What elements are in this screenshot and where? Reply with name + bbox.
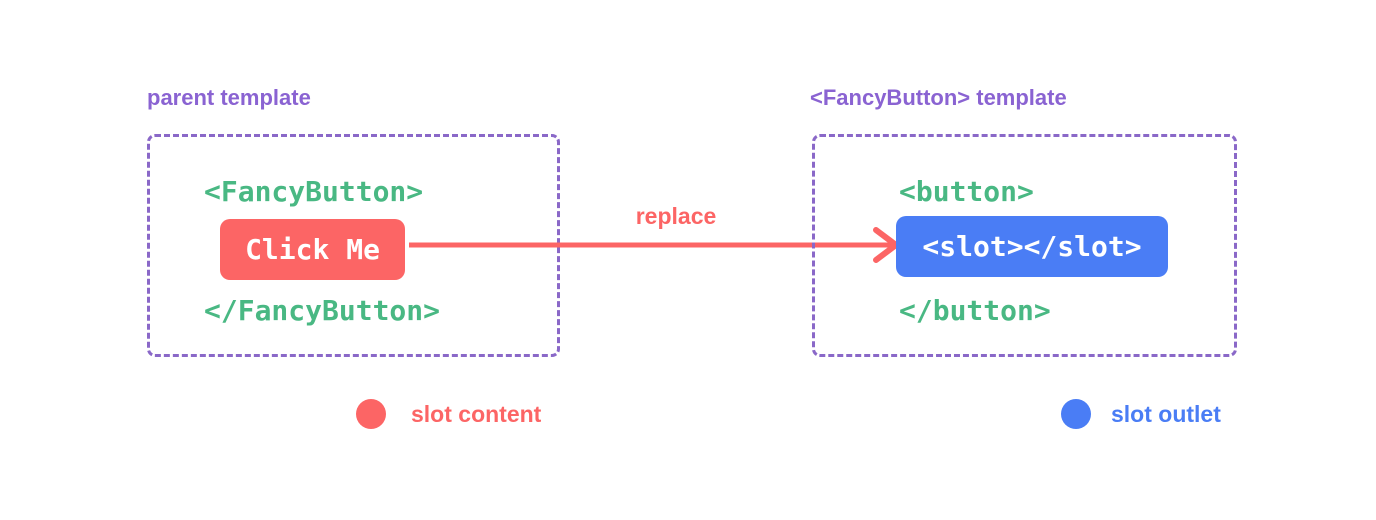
slot-content-dot-icon	[356, 399, 386, 429]
slot-outlet-dot-icon	[1061, 399, 1091, 429]
click-me-button-label: Click Me	[245, 233, 380, 266]
replace-arrow-label: replace	[635, 203, 717, 229]
fancybutton-close-tag: </FancyButton>	[204, 294, 441, 327]
slot-outlet-box: <slot></slot>	[896, 216, 1168, 277]
click-me-button: Click Me	[220, 219, 405, 280]
fancybutton-open-tag: <FancyButton>	[204, 175, 424, 208]
fancybutton-template-box	[812, 134, 1237, 357]
slot-tag-label: <slot></slot>	[922, 230, 1142, 263]
parent-template-title: parent template	[147, 85, 311, 110]
slot-content-legend-label: slot content	[411, 401, 542, 427]
fancybutton-template-title: <FancyButton> template	[810, 85, 1067, 110]
slot-outlet-legend-label: slot outlet	[1111, 401, 1221, 427]
button-open-tag: <button>	[899, 175, 1034, 208]
button-close-tag: </button>	[899, 294, 1051, 327]
